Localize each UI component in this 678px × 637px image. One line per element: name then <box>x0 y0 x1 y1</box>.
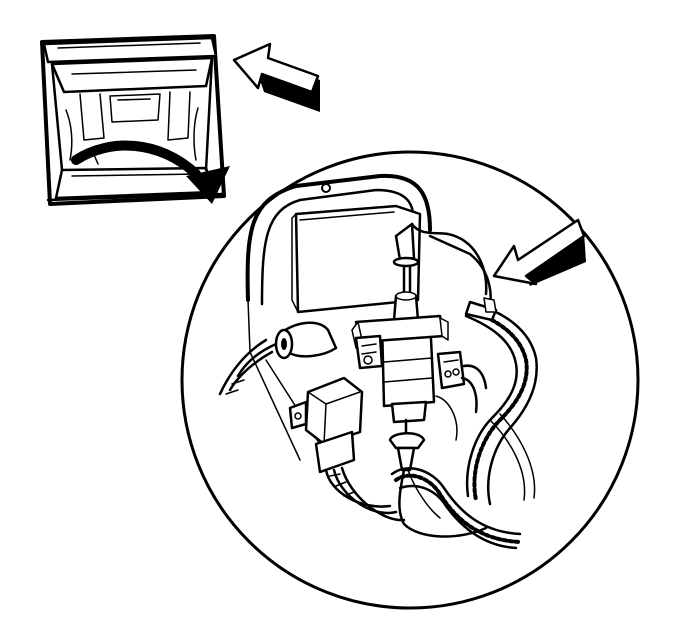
vehicle-cargo-overview <box>40 34 226 206</box>
detail-arrow <box>492 218 586 286</box>
location-arrow <box>71 140 230 204</box>
detail-components <box>218 173 538 550</box>
overview-arrow <box>232 42 320 112</box>
